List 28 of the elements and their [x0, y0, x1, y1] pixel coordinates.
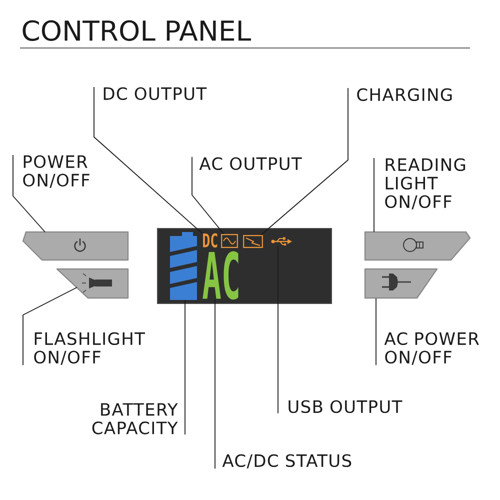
leader-line — [214, 299, 216, 470]
button — [22, 231, 129, 261]
sine-wave-icon — [221, 234, 238, 248]
leader-line — [22, 286, 78, 366]
display-text: DC — [203, 233, 218, 248]
callout-label: BATTERY CAPACITY — [92, 403, 178, 434]
button — [364, 231, 471, 261]
lightning-icon — [243, 235, 263, 248]
callout-label: READING LIGHT ON/OFF — [385, 158, 466, 210]
callout-label: FLASHLIGHT ON/OFF — [34, 332, 146, 365]
leader-line — [260, 88, 348, 236]
callout-label: CHARGING — [357, 88, 452, 102]
usb-icon — [271, 237, 292, 246]
callout-label: AC POWER ON/OFF — [384, 332, 479, 365]
button — [56, 268, 129, 299]
display-digits: AC — [202, 251, 238, 300]
callout-label: POWER ON/OFF — [23, 155, 90, 188]
leader-line — [184, 300, 186, 435]
leader-line — [94, 86, 202, 234]
title: CONTROL PANEL — [22, 20, 251, 41]
battery-icon — [170, 232, 197, 300]
leader-line — [12, 154, 46, 232]
callout-label: USB OUTPUT — [288, 400, 402, 414]
button — [364, 268, 438, 299]
callout-label: DC OUTPUT — [104, 87, 207, 100]
callout-label: AC/DC STATUS — [222, 454, 352, 468]
leader-line — [192, 156, 224, 234]
callout-label: AC OUTPUT — [199, 157, 302, 170]
